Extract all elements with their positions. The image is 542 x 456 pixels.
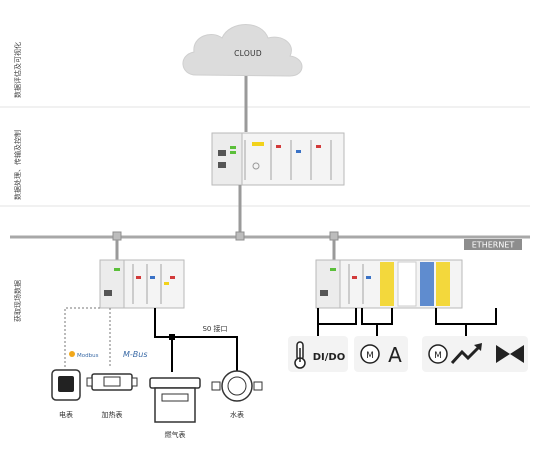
motor-icon-analog: M [360, 344, 380, 364]
electric-meter-label: 电表 [59, 410, 73, 419]
level-label-middle: 数据处理、传输及控制 [13, 130, 22, 200]
io-bracket-control [435, 308, 497, 325]
ethernet-node-right [329, 231, 339, 241]
io-bracket-digital [317, 308, 357, 325]
s0-bus-label: S0 接口 [202, 324, 227, 333]
modbus-logo: Modbus [69, 351, 99, 359]
mbus-label: M-Bus [123, 350, 148, 359]
cloud-label: CLOUD [234, 49, 262, 58]
s0-bus-node [169, 334, 175, 340]
heat-meter-icon [86, 373, 138, 391]
svg-text:M: M [434, 351, 442, 361]
mbus-logo: M-Bus [123, 350, 148, 359]
level-label-bottom: 获取现场数据 [13, 280, 22, 322]
water-meter-label: 水表 [230, 410, 244, 419]
io-digital-label: DI/DO [313, 352, 345, 363]
cloud-icon: CLOUD [182, 24, 303, 77]
svg-text:M: M [366, 351, 374, 361]
thermometer-icon [294, 341, 306, 369]
electric-meter-icon [51, 369, 81, 401]
modbus-label: Modbus [77, 353, 99, 359]
heat-meter-label: 加热表 [102, 410, 123, 419]
gas-meter-label: 燃气表 [165, 430, 186, 439]
controller-right [315, 259, 463, 309]
ethernet-label: ETHERNET [472, 241, 515, 250]
gas-meter-icon [149, 377, 201, 423]
io-bracket-analog [361, 308, 393, 325]
water-meter-icon [211, 370, 263, 402]
trend-arrow-icon [450, 343, 482, 365]
ethernet-node-left [112, 231, 122, 241]
ethernet-node-middle [235, 231, 245, 241]
io-panel-control [422, 336, 528, 372]
io-analog-label: A [388, 343, 402, 367]
controller-top [211, 132, 345, 186]
modbus-link [64, 307, 100, 368]
motor-icon-control: M [428, 344, 448, 364]
valve-icon [496, 345, 524, 363]
level-label-top: 数据评估及可视化 [13, 42, 22, 98]
controller-left [99, 259, 185, 309]
s0-bus [154, 308, 238, 375]
ethernet-label-bg [464, 239, 522, 250]
